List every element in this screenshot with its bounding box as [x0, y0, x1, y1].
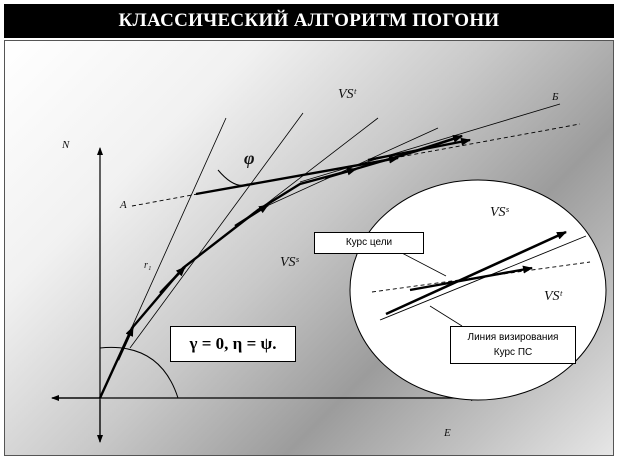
slide-title: КЛАССИЧЕСКИЙ АЛГОРИТМ ПОГОНИ	[4, 4, 614, 38]
sight-line-5	[299, 103, 561, 183]
callout-sight-line-text-1: Линия визирования	[467, 332, 559, 343]
label-phi: φ	[244, 148, 255, 168]
pursuer-arrow-2	[159, 266, 186, 294]
zoom-dashed-line	[371, 261, 591, 293]
label-r1: r₁	[144, 260, 151, 271]
label-vs-t-zoom: VSᵗ	[544, 289, 564, 304]
callout-target-course: Курс цели	[314, 232, 424, 254]
label-vs-s-zoom: VSˢ	[490, 205, 510, 220]
pursuer-arrow-5	[411, 134, 463, 154]
zoom-pursuer-arrow	[385, 230, 567, 316]
label-e-axis: E	[443, 427, 451, 439]
callout-sight-pointer	[429, 305, 463, 327]
pursuer-arrow-3	[234, 203, 269, 228]
label-a-point: А	[119, 199, 127, 211]
origin-angle-arc	[99, 346, 179, 399]
callout-target-pointer	[399, 251, 447, 277]
callout-sight-line: Линия визирования Курс ПС	[450, 326, 576, 364]
label-vs-t-top: VSᵗ	[338, 87, 358, 102]
target-velocity-arrow	[195, 155, 399, 196]
callout-sight-line-text-2: Курс ПС	[493, 347, 533, 358]
pursuer-arrow-1	[116, 326, 135, 361]
label-n-axis: N	[61, 139, 70, 151]
formula-box: γ = 0, η = ψ.	[170, 326, 296, 362]
label-vs-s-mid: VSˢ	[280, 255, 300, 270]
callout-target-course-text: Курс цели	[345, 237, 393, 248]
phi-angle-arc	[217, 169, 249, 186]
zoom-target-arrow	[409, 265, 533, 292]
pursuer-arrow-4	[324, 167, 357, 180]
pursuer-trajectory	[98, 134, 463, 399]
label-b-point: Б	[551, 91, 559, 103]
sight-line-2	[129, 112, 304, 349]
